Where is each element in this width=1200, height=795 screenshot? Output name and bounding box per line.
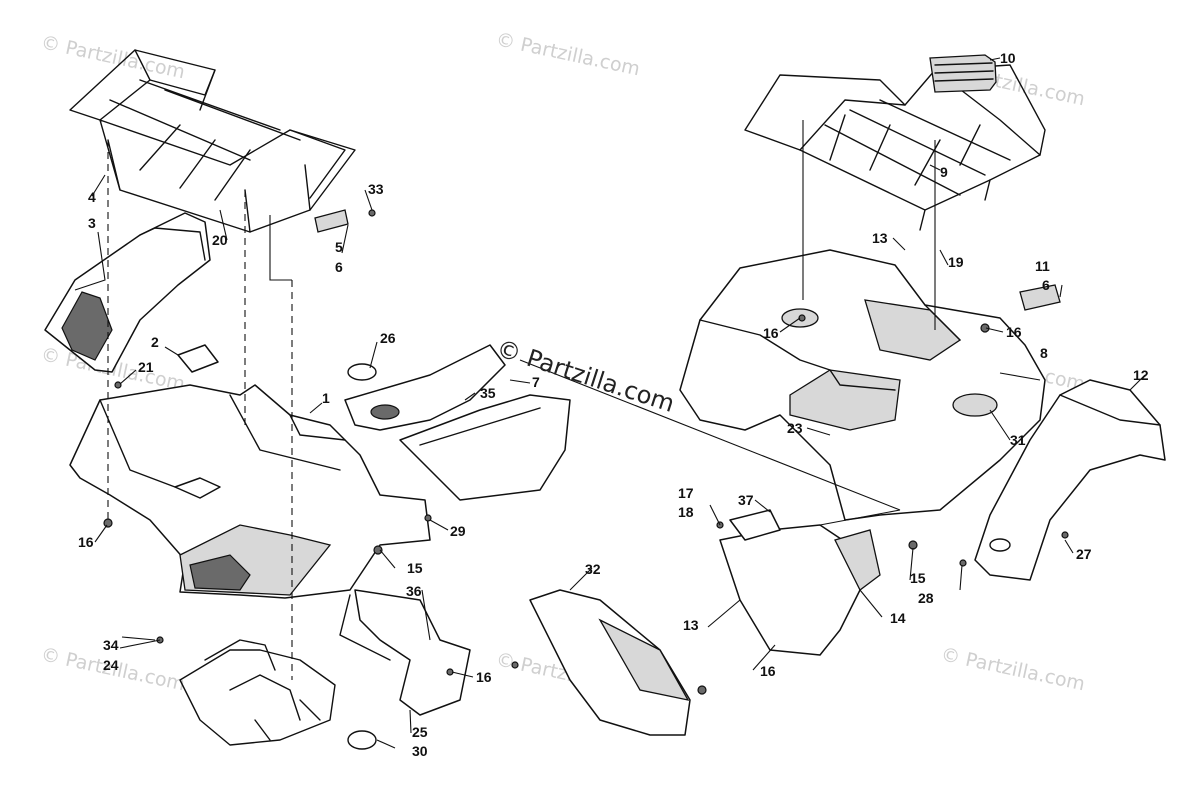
callout-2: 2 (151, 334, 159, 350)
callout-23: 23 (787, 420, 803, 436)
callout-1: 1 (322, 390, 330, 406)
callout-20: 20 (212, 232, 228, 248)
callout-30: 30 (412, 743, 428, 759)
grommet-26 (347, 363, 377, 381)
callout-34: 34 (103, 637, 119, 653)
callout-26: 26 (380, 330, 396, 346)
callout-8: 8 (1040, 345, 1048, 361)
front-fender-left-3 (44, 212, 211, 373)
callout-6-rear: 6 (1042, 277, 1050, 293)
callout-13-lower: 13 (683, 617, 699, 633)
callout-35: 35 (480, 385, 496, 401)
assembly-lines (107, 120, 936, 680)
front-body-panel-1 (69, 384, 431, 599)
callout-16-bracket: 16 (476, 669, 492, 685)
callout-labels: 1 2 3 4 5 6 7 8 9 10 11 6 12 13 13 14 15… (78, 50, 1149, 759)
callout-16-rear-top: 16 (763, 325, 779, 341)
callout-19: 19 (948, 254, 964, 270)
callout-leaders (74, 57, 1146, 749)
bracket-37 (729, 509, 781, 541)
callout-36: 36 (406, 583, 422, 599)
callout-29: 29 (450, 523, 466, 539)
footwell-14 (719, 524, 881, 656)
callout-27: 27 (1076, 546, 1092, 562)
callout-25: 25 (412, 724, 428, 740)
fasteners (103, 209, 1069, 695)
callout-16-rear-body: 16 (1006, 324, 1022, 340)
callout-17: 17 (678, 485, 694, 501)
callout-4: 4 (88, 189, 96, 205)
callout-15-front: 15 (407, 560, 423, 576)
callout-5: 5 (335, 239, 343, 255)
callout-24: 24 (103, 657, 119, 673)
side-panel-7 (399, 394, 571, 501)
callout-9: 9 (940, 164, 948, 180)
side-panel-32 (529, 589, 691, 736)
callout-6: 6 (335, 259, 343, 275)
side-panel-35 (344, 344, 506, 431)
rear-fender-12 (974, 379, 1166, 581)
callout-3: 3 (88, 215, 96, 231)
callout-15-rear: 15 (910, 570, 926, 586)
decal-2 (177, 344, 219, 373)
callout-12: 12 (1133, 367, 1149, 383)
clamp-30 (347, 730, 377, 750)
callout-28: 28 (918, 590, 934, 606)
callout-33: 33 (368, 181, 384, 197)
callout-31: 31 (1010, 432, 1026, 448)
rack-reflector-5 (314, 209, 349, 233)
rack-reflector-11 (1019, 284, 1061, 311)
callout-10: 10 (1000, 50, 1016, 66)
rear-rack-pad-10 (929, 54, 997, 93)
callout-16-front: 16 (78, 534, 94, 550)
callout-21: 21 (138, 359, 154, 375)
watermark-text: © Partzilla.com (494, 28, 642, 80)
callout-18: 18 (678, 504, 694, 520)
bracket-36-25 (339, 589, 471, 716)
callout-32: 32 (585, 561, 601, 577)
watermark-text: © Partzilla.com (939, 643, 1087, 695)
callout-11: 11 (1035, 258, 1050, 274)
rear-body-panel-8 (679, 249, 1046, 521)
callout-7: 7 (532, 374, 540, 390)
callout-14: 14 (890, 610, 906, 626)
callout-16-footwell: 16 (760, 663, 776, 679)
front-rack (69, 49, 356, 233)
front-bumper-frame (179, 639, 336, 746)
callout-13-upper: 13 (872, 230, 888, 246)
callout-37: 37 (738, 492, 754, 508)
